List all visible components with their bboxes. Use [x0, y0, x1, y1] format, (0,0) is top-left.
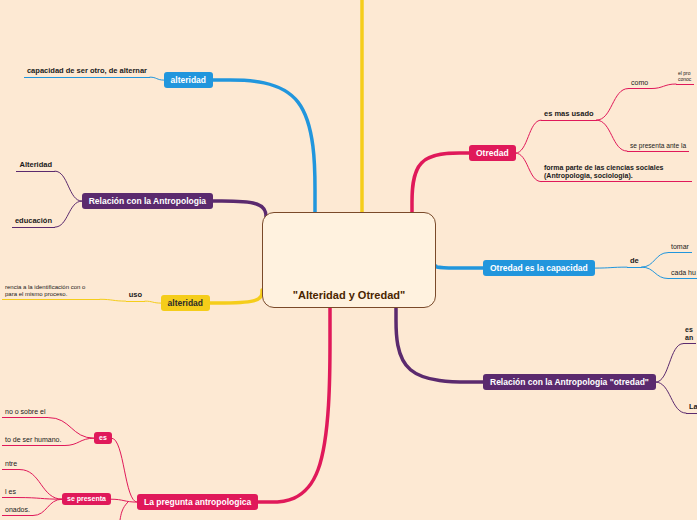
topic-label: el pro conoc — [678, 71, 693, 83]
sub-branch — [656, 344, 683, 383]
topic-label: forma parte de las ciencias sociales (An… — [544, 164, 689, 180]
subtopic-text: l es — [2, 488, 19, 498]
subtopic-text: rencia a la identificación con o para el… — [2, 284, 100, 300]
topic-label: rencia a la identificación con o para el… — [5, 284, 97, 298]
topic-label: onados. — [5, 506, 30, 514]
topic-box: es — [94, 432, 112, 444]
sub-branch — [111, 499, 137, 502]
topic-label: La pregunta antropologica — [144, 497, 251, 507]
topic-box: Relación con la Antropologia "otredad" — [483, 374, 656, 390]
subtopic-text: La — [686, 403, 697, 414]
sub-branch — [597, 120, 627, 151]
topic-box: Otredad — [469, 145, 516, 161]
sub-branch — [597, 89, 628, 121]
topic-label: capacidad de ser otro, de alternar — [27, 67, 147, 76]
topic-label: de — [630, 257, 639, 266]
topic-label: to de ser humano. — [5, 436, 61, 444]
subtopic-text: educación — [12, 217, 55, 228]
branch-line — [120, 502, 128, 520]
topic-label: no o sobre el — [5, 408, 45, 416]
sub-branch — [100, 299, 126, 301]
topic-box: alteridad — [164, 72, 213, 88]
sub-branch — [642, 267, 668, 278]
sub-branch — [642, 253, 668, 268]
map-title: "Alteridad y Otredad" — [293, 289, 406, 301]
topic-label: Otredad es la capacidad — [490, 263, 588, 273]
topic-label: Otredad — [476, 148, 509, 158]
sub-branch — [20, 470, 62, 500]
sub-branch — [112, 438, 137, 502]
sub-branch — [516, 120, 541, 153]
sub-branch — [651, 84, 676, 89]
topic-box: La pregunta antropologica — [137, 494, 258, 510]
subtopic-text: Alteridad — [16, 161, 55, 172]
sub-branch — [55, 201, 82, 227]
sub-branch — [64, 438, 94, 445]
subtopic-text: es mas usado — [541, 110, 597, 121]
topic-label: cada hu — [671, 269, 696, 277]
topic-box: Relación con la Antropologia — [82, 193, 213, 209]
subtopic-text: es an — [683, 326, 696, 344]
topic-label: se presenta — [67, 495, 106, 503]
subtopic-text: capacidad de ser otro, de alternar — [24, 67, 150, 78]
sub-branch — [516, 153, 541, 182]
topic-label: como — [631, 79, 648, 87]
subtopic-text: onados. — [2, 506, 33, 516]
main-branch — [436, 266, 483, 268]
subtopic-text: de — [627, 257, 642, 268]
subtopic-text: tomar — [668, 243, 692, 253]
sub-branch — [150, 77, 164, 80]
topic-label: educación — [15, 217, 52, 226]
subtopic-text: forma parte de las ciencias sociales (An… — [541, 164, 692, 182]
topic-label: uso — [129, 291, 142, 300]
subtopic-text: el pro conoc — [676, 71, 694, 85]
sub-branch — [19, 498, 62, 500]
subtopic-text: como — [628, 79, 651, 89]
sub-branch — [55, 171, 82, 201]
subtopic-text: no o sobre el — [2, 408, 48, 418]
sub-branch — [595, 267, 627, 269]
topic-box: se presenta — [62, 493, 111, 505]
main-branch — [210, 290, 262, 303]
subtopic-text: uso — [126, 291, 145, 302]
topic-label: l es — [5, 488, 16, 496]
topic-label: es mas usado — [544, 110, 594, 119]
topic-label: Relación con la Antropologia — [89, 196, 206, 206]
subtopic-text: ntre — [2, 460, 20, 470]
branch-line — [360, 0, 364, 212]
topic-label: Relación con la Antropologia "otredad" — [490, 377, 649, 387]
sub-branch — [33, 499, 62, 515]
topic-box: alteridad — [161, 295, 210, 311]
main-branch — [213, 201, 266, 220]
topic-label: La — [689, 403, 697, 412]
main-branch — [412, 153, 469, 212]
topic-label: se presenta ante la — [630, 142, 686, 150]
topic-label: es an — [685, 326, 695, 342]
sub-branch — [145, 301, 161, 303]
topic-label: ntre — [5, 460, 17, 468]
subtopic-text: cada hu — [668, 269, 697, 279]
topic-label: tomar — [671, 243, 689, 251]
topic-label: alteridad — [171, 75, 206, 85]
topic-label: alteridad — [168, 298, 203, 308]
subtopic-text: se presenta ante la — [627, 142, 689, 152]
main-branch — [396, 308, 483, 382]
main-branch — [258, 308, 330, 502]
topic-label: Alteridad — [19, 161, 52, 170]
subtopic-text: to de ser humano. — [2, 436, 64, 446]
topic-box: Otredad es la capacidad — [483, 260, 595, 276]
topic-label: es — [99, 434, 107, 442]
main-branch — [213, 80, 315, 212]
sub-branch — [656, 382, 686, 413]
central-topic: "Alteridad y Otredad" — [262, 212, 436, 308]
